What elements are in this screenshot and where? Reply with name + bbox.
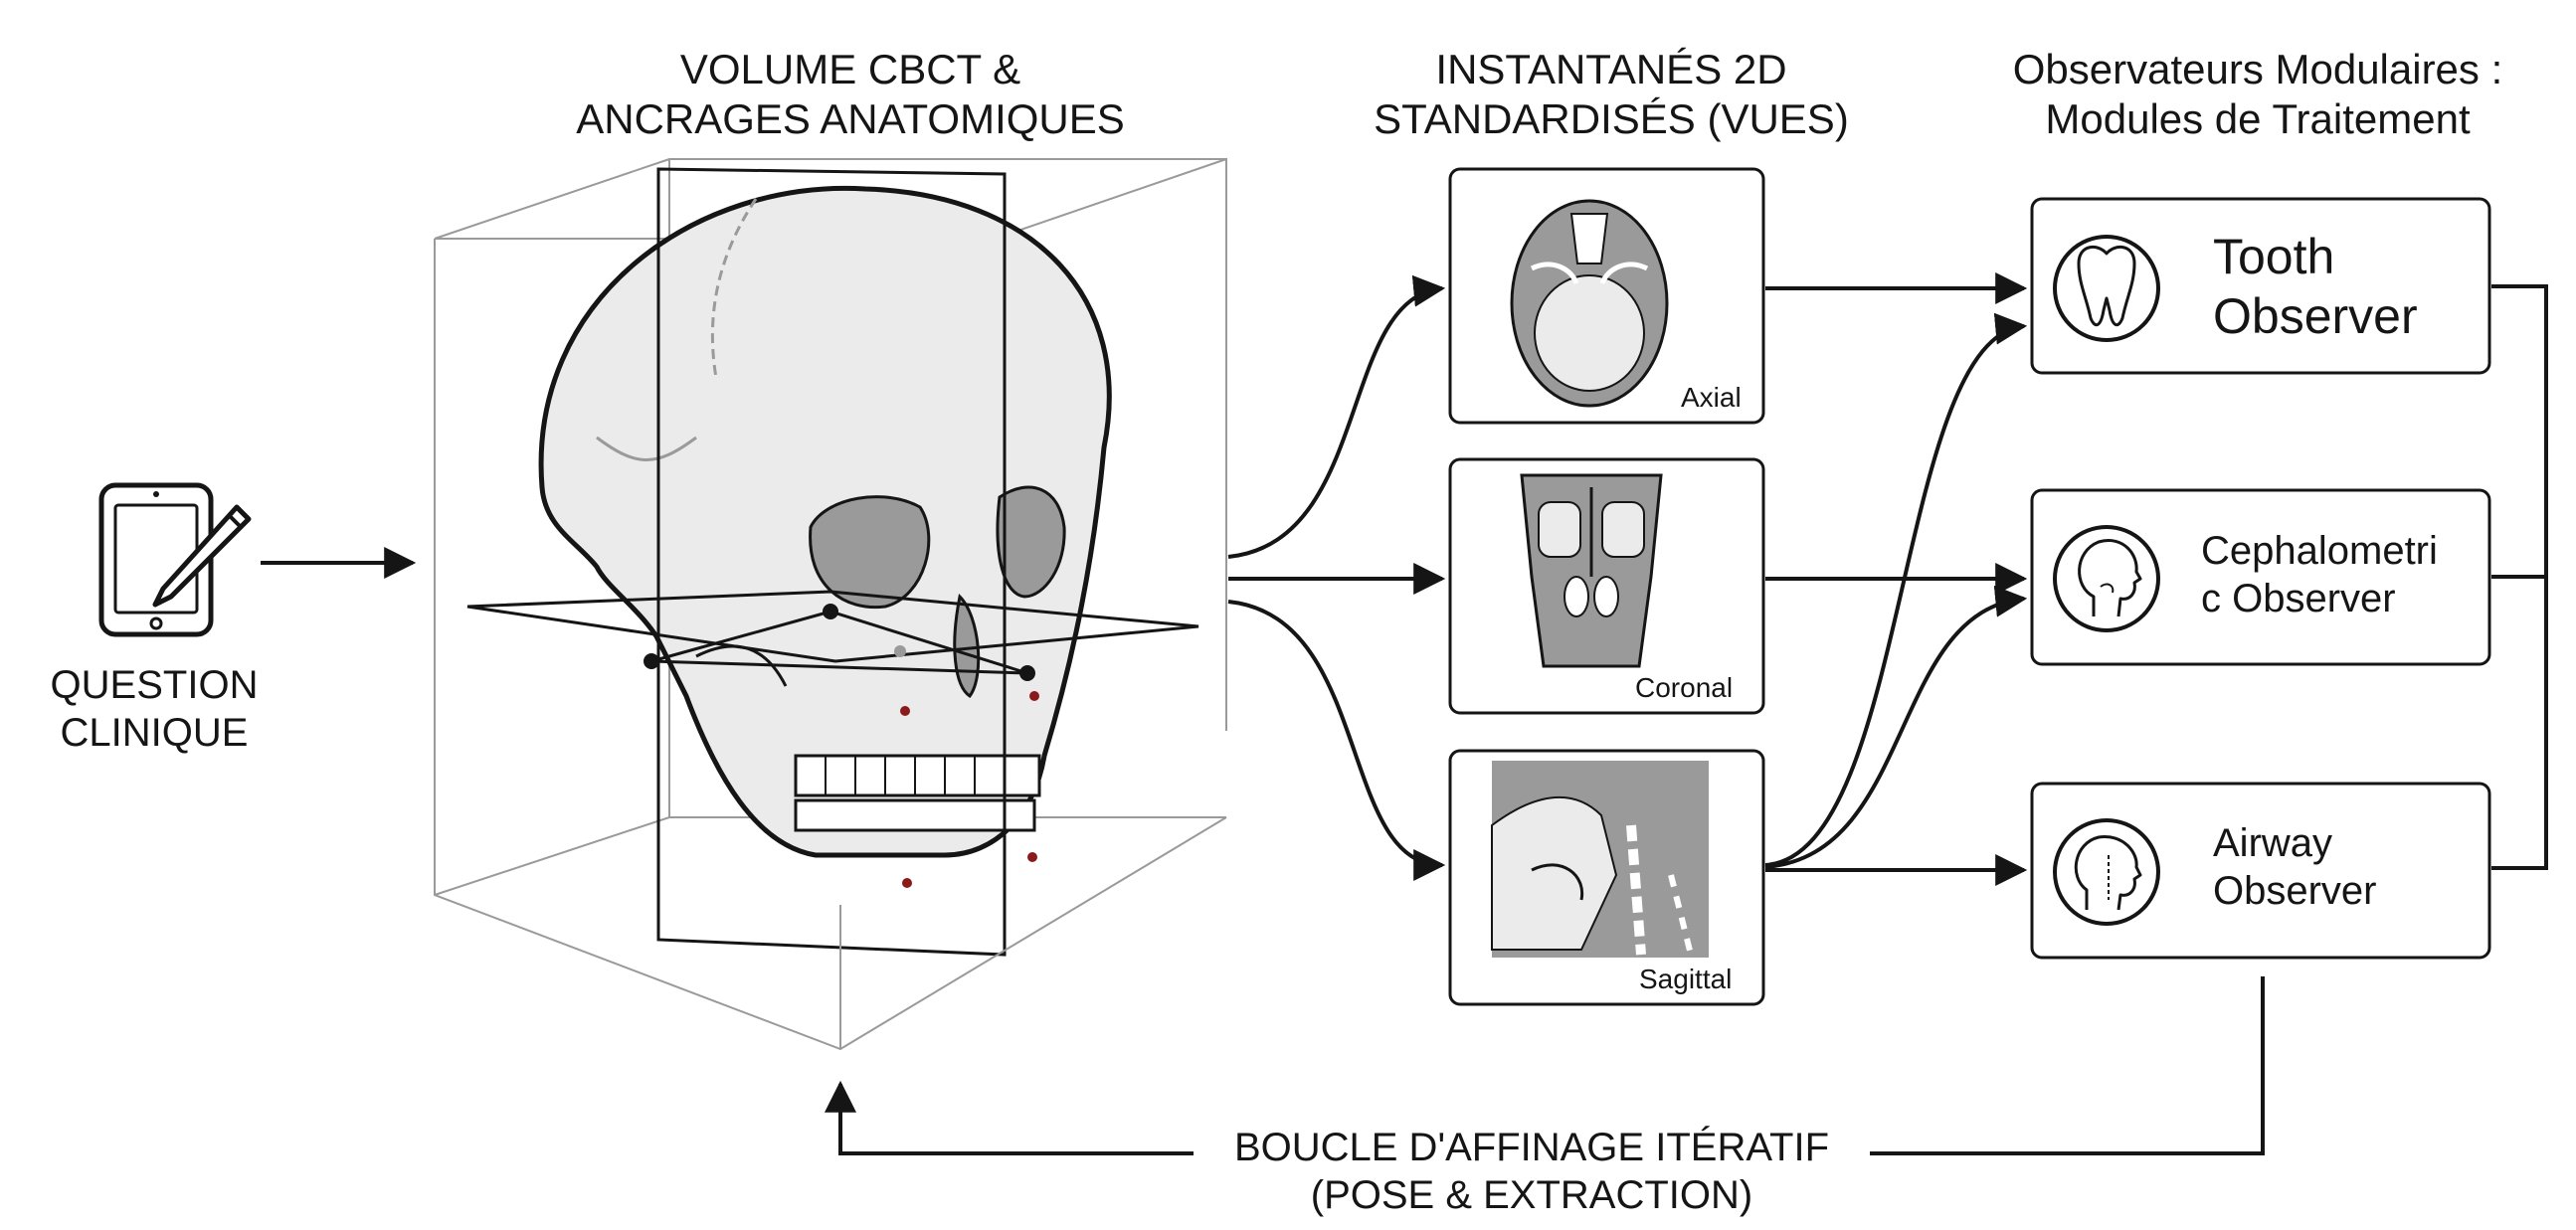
snapshots-title-line1: INSTANTANÉS 2D bbox=[1333, 45, 1890, 94]
tablet-pencil-icon bbox=[101, 485, 249, 634]
observers-title-line1: Observateurs Modulaires : bbox=[1949, 45, 2566, 94]
arrow-volume-to-axial bbox=[1228, 288, 1442, 557]
observers-title-line2: Modules de Traitement bbox=[1949, 94, 2566, 144]
loop-label-line1: BOUCLE D'AFFINAGE ITÉRATIF bbox=[1184, 1124, 1880, 1171]
arrow-sagittal-to-cephalometric bbox=[1765, 599, 2024, 867]
sagittal-slice-icon bbox=[1492, 761, 1709, 958]
volume-title-line2: ANCRAGES ANATOMIQUES bbox=[527, 94, 1174, 144]
observer-name-cephalometric-line1: Cephalometri bbox=[2201, 527, 2438, 575]
loop-label-line2: (POSE & EXTRACTION) bbox=[1184, 1171, 1880, 1219]
view-label-sagittal: Sagittal bbox=[1639, 963, 1732, 996]
feedback-loop-line-right bbox=[1870, 976, 2263, 1153]
snapshots-title: INSTANTANÉS 2D STANDARDISÉS (VUES) bbox=[1333, 45, 1890, 145]
cbct-volume-illustration bbox=[435, 159, 1226, 1049]
observers-title: Observateurs Modulaires : Modules de Tra… bbox=[1949, 45, 2566, 145]
observer-merge-bracket bbox=[2491, 286, 2546, 868]
observer-name-airway-line2: Observer bbox=[2213, 867, 2377, 915]
feedback-loop-line-left bbox=[840, 1084, 1194, 1153]
observer-name-tooth: Tooth Observer bbox=[2213, 227, 2418, 346]
observer-name-cephalometric-line2: c Observer bbox=[2201, 575, 2438, 622]
snapshots-title-line2: STANDARDISÉS (VUES) bbox=[1333, 94, 1890, 144]
observer-name-tooth-line2: Observer bbox=[2213, 286, 2418, 346]
volume-title: VOLUME CBCT & ANCRAGES ANATOMIQUES bbox=[527, 45, 1174, 145]
skull-icon bbox=[541, 188, 1109, 855]
loop-label: BOUCLE D'AFFINAGE ITÉRATIF (POSE & EXTRA… bbox=[1184, 1124, 1880, 1219]
question-label-line1: QUESTION bbox=[30, 661, 278, 709]
observer-name-cephalometric: Cephalometri c Observer bbox=[2201, 527, 2438, 622]
view-label-coronal: Coronal bbox=[1635, 671, 1733, 705]
coronal-slice-icon bbox=[1522, 475, 1661, 666]
observer-name-airway-line1: Airway bbox=[2213, 819, 2377, 867]
observer-name-tooth-line1: Tooth bbox=[2213, 227, 2418, 286]
arrow-sagittal-to-tooth bbox=[1765, 326, 2024, 865]
volume-title-line1: VOLUME CBCT & bbox=[527, 45, 1174, 94]
question-label: QUESTION CLINIQUE bbox=[30, 661, 278, 757]
arrow-volume-to-sagittal bbox=[1228, 602, 1442, 865]
question-label-line2: CLINIQUE bbox=[30, 709, 278, 757]
view-label-axial: Axial bbox=[1681, 381, 1742, 415]
axial-slice-icon bbox=[1512, 201, 1667, 406]
observer-name-airway: Airway Observer bbox=[2213, 819, 2377, 915]
